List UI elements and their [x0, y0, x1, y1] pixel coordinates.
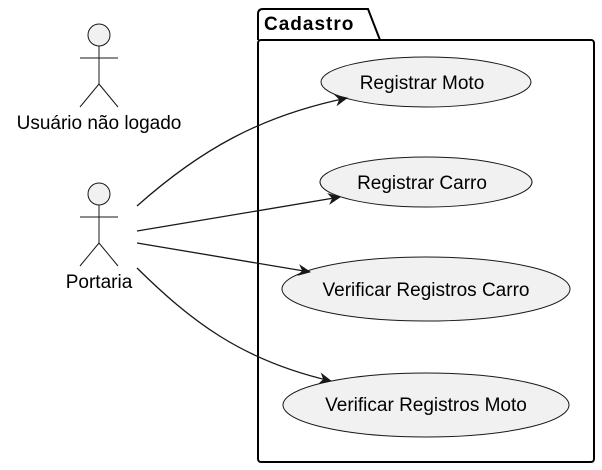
actor-stick-figure-icon	[79, 182, 119, 267]
package-body	[257, 39, 595, 463]
use-case-registrar-carro: Registrar Carro	[319, 156, 533, 208]
actor-portaria: Portaria	[66, 182, 133, 293]
association-arrow-verificar-registros-carro	[136, 242, 311, 276]
package-title: Cadastro	[264, 14, 354, 35]
association-arrow-verificar-registros-moto	[136, 267, 332, 385]
use-case-ellipse	[320, 56, 532, 108]
use-case-verificar-registros-moto: Verificar Registros Moto	[282, 372, 570, 438]
use-case-label: Registrar Carro	[357, 173, 487, 194]
use-case-ellipse	[281, 256, 571, 322]
use-case-label: Registrar Moto	[360, 73, 485, 94]
use-case-registrar-moto: Registrar Moto	[320, 56, 532, 108]
use-case-ellipse	[319, 156, 533, 208]
package-tab	[257, 8, 381, 41]
association-arrow-registrar-carro	[136, 193, 341, 232]
actor-stick-figure-icon	[79, 23, 119, 108]
association-arrow-registrar-moto	[136, 94, 348, 207]
use-case-ellipse	[282, 372, 570, 438]
use-case-verificar-registros-carro: Verificar Registros Carro	[281, 256, 571, 322]
actor-label: Usuário não logado	[17, 113, 182, 134]
associations	[136, 94, 348, 385]
use-case-label: Verificar Registros Carro	[323, 280, 530, 301]
package-cadastro: Cadastro	[257, 8, 595, 463]
actor-label: Portaria	[66, 272, 133, 293]
actor-usuario-nao-logado: Usuário não logado	[17, 23, 182, 134]
use-case-label: Verificar Registros Moto	[325, 395, 527, 416]
